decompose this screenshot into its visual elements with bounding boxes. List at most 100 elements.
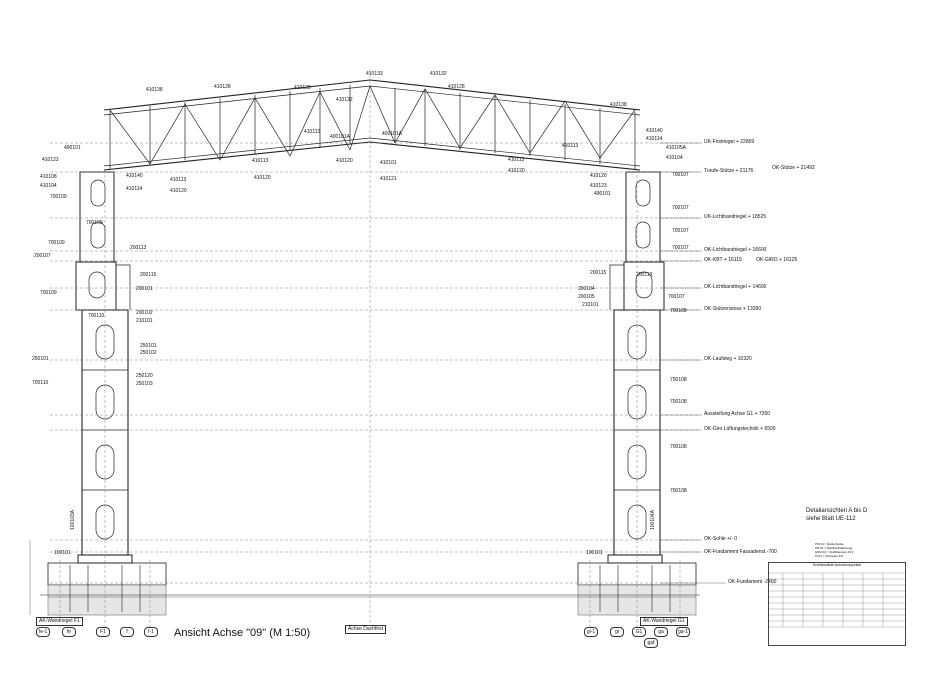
- axis-bubble: F1: [96, 627, 110, 637]
- member-label: 700108: [670, 308, 687, 314]
- member-label: 200115: [140, 272, 157, 278]
- legend-item: M 04 = Schraube 8.8: [815, 554, 843, 558]
- member-label: 400101A: [330, 134, 351, 140]
- level-label: OK-Sohle +/- 0: [704, 536, 738, 542]
- legend-item: HSM 04 = Stahlbauteile 10.9: [815, 550, 854, 554]
- right-column-base: [607, 554, 663, 564]
- member-label: 410123: [590, 183, 607, 189]
- member-label: 700107: [672, 172, 689, 178]
- axis-bubble: gi: [610, 627, 624, 637]
- member-label: 100101: [586, 550, 603, 556]
- schedule-table: Schlüsselliste Anschlusspunkte: [768, 562, 906, 646]
- axis-bubble: gaf: [644, 638, 658, 648]
- left-column-upper: [79, 171, 115, 263]
- right-column-upper: [625, 171, 661, 263]
- level-label: OK-Laufsteg + 10320: [704, 356, 752, 362]
- member-label: 250101: [140, 343, 157, 349]
- member-label: 200104: [578, 286, 595, 292]
- member-label: 200101: [136, 286, 153, 292]
- member-label: 200107: [34, 253, 51, 259]
- axis-bubble: f-1: [144, 627, 158, 637]
- member-label: 200115: [590, 270, 607, 276]
- level-label: OK-GIRO + 16125: [756, 257, 798, 263]
- member-label: 410138: [610, 102, 627, 108]
- truss-web-right-verticals: [394, 88, 636, 170]
- table-grid: [769, 572, 905, 628]
- member-label: 410120: [254, 175, 271, 181]
- member-label: 700109: [86, 220, 103, 226]
- member-label: 700109: [40, 290, 57, 296]
- member-label: 100104A: [650, 509, 656, 530]
- member-label: 490101: [594, 191, 611, 197]
- member-label: 410120: [508, 168, 525, 174]
- table-title: Schlüsselliste Anschlusspunkte: [812, 563, 862, 567]
- member-label: 700110: [88, 313, 105, 319]
- level-label: OK-Stützenstoss + 13390: [704, 306, 762, 312]
- axis-caption-left: AK-Wandriegel F1: [36, 617, 83, 626]
- truss-web-left: [109, 85, 371, 165]
- member-label: 700108: [670, 488, 687, 494]
- axis-bubble: gi-1: [584, 627, 598, 637]
- member-label: 410104: [40, 183, 57, 189]
- axis-bubble: G1: [632, 627, 646, 637]
- level-label: OK-Fundament -2400: [728, 579, 777, 585]
- member-label: 700108: [670, 377, 687, 383]
- level-label: OK-Stütze + 21492: [772, 165, 815, 171]
- member-label: 700110: [32, 380, 49, 386]
- left-foundation: [47, 562, 167, 586]
- level-label: OK-KBT + 16115: [704, 257, 742, 263]
- member-label: 410140: [646, 128, 663, 134]
- legend: PM 04 = Reifenhocke PB 04 = Stahlbauhalb…: [815, 542, 853, 558]
- member-label: 410120: [170, 188, 187, 194]
- member-label: 100101: [54, 550, 71, 556]
- member-label: 700107: [672, 228, 689, 234]
- level-label: OK-Lichtbandriegel + 14600: [704, 284, 767, 290]
- member-label: 700108: [670, 444, 687, 450]
- member-label: 700109: [48, 240, 65, 246]
- level-label: OK-Lichtbandriegel + 16600: [704, 247, 767, 253]
- member-label: 410120: [336, 158, 353, 164]
- level-label: Traufe-Stütze + 21176: [704, 168, 754, 174]
- member-label: 100103A: [70, 509, 76, 530]
- member-label: 200113: [636, 272, 653, 278]
- member-label: 410104: [666, 155, 683, 161]
- legend-item: PM 04 = Reifenhocke: [815, 542, 844, 546]
- member-label: 410114: [646, 136, 663, 142]
- detail-note-line: siehe Blatt UE-112: [806, 516, 856, 522]
- member-label: 410113: [562, 143, 579, 149]
- member-label: 700109: [50, 194, 67, 200]
- member-label: 250120: [136, 373, 153, 379]
- left-column-mid: [75, 261, 117, 311]
- level-label: Aussteifung Achse G1 + 7350: [704, 411, 771, 417]
- member-label: 410128: [294, 85, 311, 91]
- axis-bubble: f: [120, 627, 134, 637]
- member-label: 200105: [578, 294, 595, 300]
- drawing-title: Ansicht Achse "09" (M 1:50): [174, 627, 311, 639]
- member-label: 410114: [126, 186, 143, 192]
- member-label: 700107: [672, 245, 689, 251]
- member-label: 410113: [508, 157, 525, 163]
- truss-web-left-verticals: [109, 85, 351, 170]
- member-label: 410120: [590, 173, 607, 179]
- member-label: 250103: [136, 381, 153, 387]
- axis-caption-right: AK-Wandriegel G1: [640, 617, 688, 626]
- member-label: 410140: [126, 173, 143, 179]
- axis-bubble: fe: [62, 627, 76, 637]
- truss-web-right: [369, 85, 636, 159]
- member-label: 410133: [366, 71, 383, 77]
- member-label: 700108: [670, 399, 687, 405]
- axis-bubble: fe-1: [36, 627, 50, 637]
- member-label: 410113: [170, 177, 187, 183]
- member-label: 410121: [380, 176, 397, 182]
- member-label: 250101: [32, 356, 49, 362]
- axis-bubble: ga-1: [676, 627, 690, 637]
- member-label: 410138: [146, 87, 163, 93]
- member-label: 490101: [64, 145, 81, 151]
- member-label: 700107: [672, 205, 689, 211]
- member-label: 410113: [304, 129, 321, 135]
- member-label: 700107: [668, 294, 685, 300]
- level-label: OK-Giro Lüftungstechnik + 6500: [704, 426, 776, 432]
- level-label: UK-Firstriegel + 22869: [704, 139, 755, 145]
- member-label: 410128: [448, 84, 465, 90]
- member-label: 410101: [380, 160, 397, 166]
